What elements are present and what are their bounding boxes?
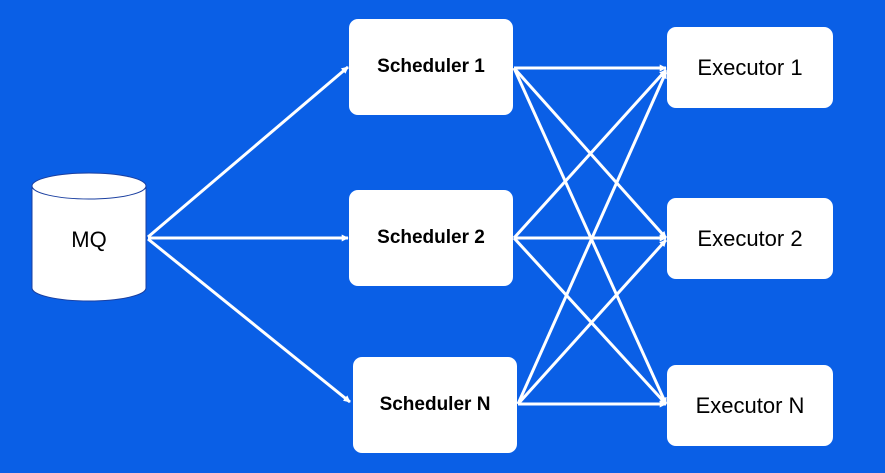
scheduler-n-box: Scheduler N (353, 357, 517, 453)
database-cylinder-icon (31, 172, 147, 302)
arrow-mq-to-scheduler-n (147, 237, 351, 404)
executor-2-box: Executor 2 (667, 198, 833, 279)
arrow-scheduler-n-to-executor-2 (516, 238, 668, 406)
arrow-scheduler-n-to-executor-1 (516, 71, 668, 405)
scheduler-1-box: Scheduler 1 (349, 19, 513, 115)
arrow-scheduler-2-to-executor-n (512, 236, 668, 406)
mq-label: MQ (71, 227, 107, 252)
mq-cylinder: MQ (31, 172, 147, 302)
scheduler-2-box: Scheduler 2 (349, 190, 513, 286)
executor-1-box: Executor 1 (667, 27, 833, 108)
executor-n-box: Executor N (667, 365, 833, 446)
arrow-scheduler-2-to-executor-1 (512, 68, 668, 240)
arrow-mq-to-scheduler-1 (147, 65, 349, 239)
arrow-scheduler-1-to-executor-n (512, 67, 668, 405)
